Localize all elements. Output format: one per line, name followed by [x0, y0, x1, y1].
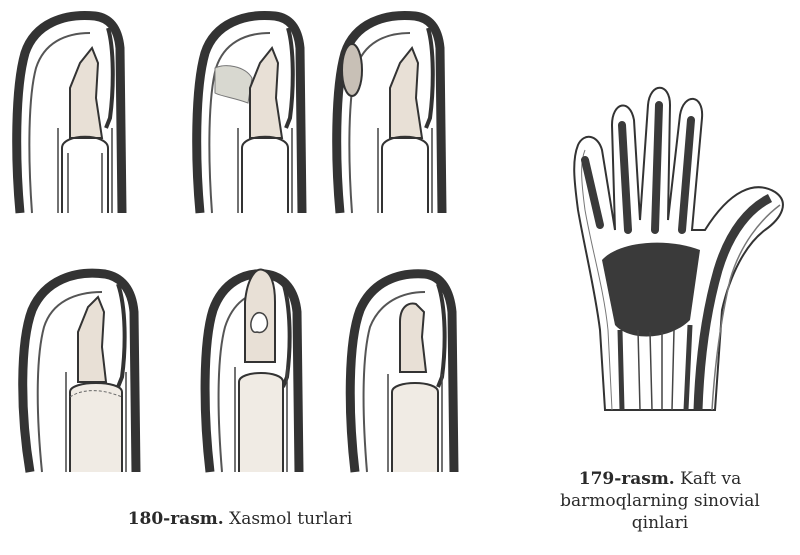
figure-179-caption: 179-rasm. Kaft va barmoqlarning sinovial… — [520, 468, 800, 534]
figure-179-number: 179-rasm. — [579, 469, 675, 489]
figure-180-number: 180-rasm. — [128, 509, 224, 529]
finger-section-1 — [10, 8, 135, 218]
figure-179-panel: 179-rasm. Kaft va barmoqlarning sinovial… — [520, 0, 800, 555]
finger-section-3 — [330, 8, 455, 218]
figure-179-title-line3: qinlari — [520, 512, 800, 534]
finger-section-2 — [190, 8, 315, 218]
figure-179-caption-line1: 179-rasm. Kaft va — [520, 468, 800, 490]
figure-179-title-line2: barmoqlarning sinovial — [520, 490, 800, 512]
hand-synovial-sheaths-illustration — [560, 80, 800, 415]
finger-section-5 — [195, 262, 315, 477]
figure-179-title-line1: Kaft va — [680, 469, 741, 489]
figure-180-panel: 180-rasm. Xasmol turlari — [0, 0, 500, 555]
figure-180-title: Xasmol turlari — [229, 509, 352, 529]
finger-section-4 — [10, 262, 150, 477]
finger-section-6 — [340, 262, 465, 477]
figure-180-caption: 180-rasm. Xasmol turlari — [40, 508, 440, 530]
